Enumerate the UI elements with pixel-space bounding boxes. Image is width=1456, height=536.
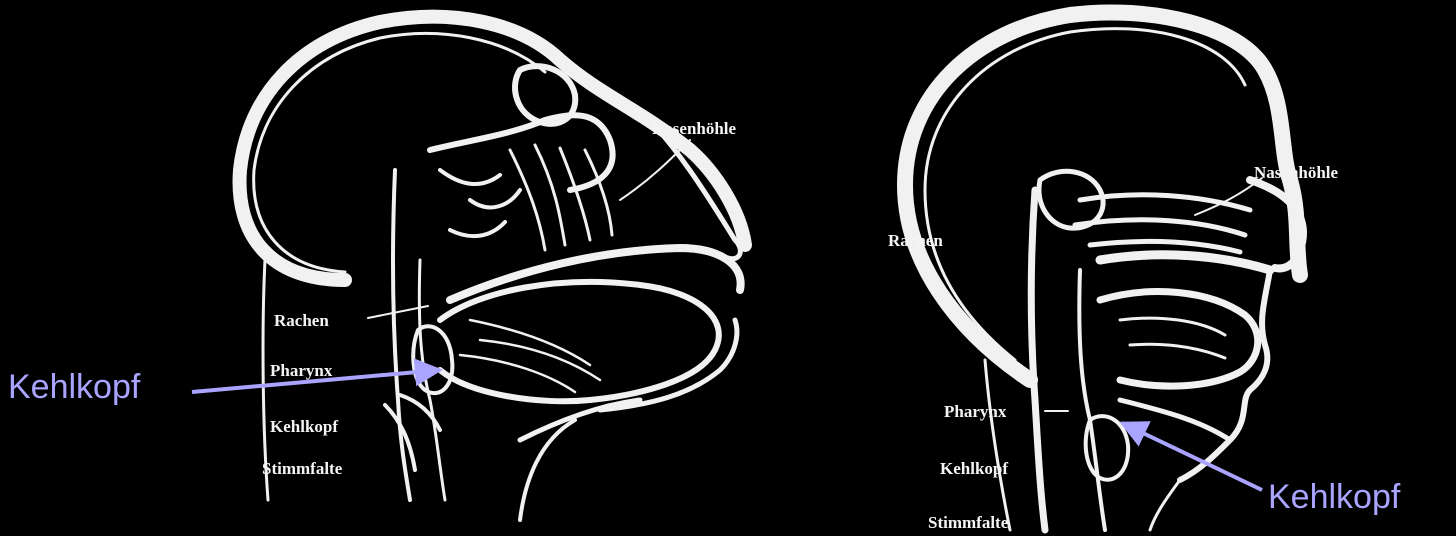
right-pharynx-wall xyxy=(1079,270,1105,530)
left-nasal-bones xyxy=(440,170,520,236)
right-mandible xyxy=(1120,400,1230,440)
right-tongue-texture xyxy=(1120,318,1225,358)
right-callout-label: Kehlkopf xyxy=(1268,478,1400,517)
right-label-stimmfalte: Stimmfalte xyxy=(928,513,1009,532)
right-skull-inner xyxy=(925,29,1245,360)
left-label-rachen: Rachen xyxy=(274,311,329,330)
right-head-sketch xyxy=(905,12,1303,530)
right-neck-front xyxy=(1150,480,1180,530)
left-label-kehlkopf: Kehlkopf xyxy=(270,417,338,436)
left-skull-outline xyxy=(240,17,745,280)
right-label-kehlkopf: Kehlkopf xyxy=(940,459,1008,478)
right-tongue xyxy=(1100,292,1258,387)
left-conchae xyxy=(510,145,612,250)
left-sketch-labels: Nasenhöhle Rachen Pharynx Kehlkopf Stimm… xyxy=(262,119,737,478)
right-label-pharynx: Pharynx xyxy=(944,402,1007,421)
left-tongue-lines xyxy=(460,320,600,392)
right-neck-back xyxy=(985,360,1010,530)
left-spine xyxy=(393,170,410,500)
right-label-rachen: Rachen xyxy=(888,231,943,250)
left-tongue xyxy=(440,282,719,401)
right-hard-palate xyxy=(1100,255,1270,270)
left-head-sketch xyxy=(240,17,745,520)
right-label-nasal-cavity: Nasenhöhle xyxy=(1254,163,1339,182)
left-label-nasal-cavity: Nasenhöhle xyxy=(652,119,737,138)
left-label-pharynx: Pharynx xyxy=(270,361,333,380)
left-label-stimmfalte: Stimmfalte xyxy=(262,459,343,478)
right-callout-arrow xyxy=(1122,423,1262,490)
left-pharynx-wall xyxy=(419,260,445,500)
left-callout-label: Kehlkopf xyxy=(8,368,140,407)
right-spine xyxy=(1031,190,1045,530)
